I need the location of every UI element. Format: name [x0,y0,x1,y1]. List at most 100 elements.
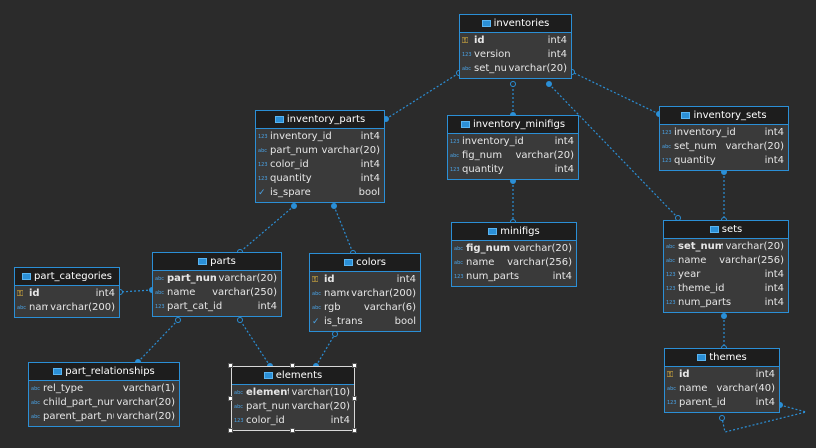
column-row[interactable]: abcelement_idvarchar(10) [234,386,350,400]
table-header[interactable]: themes [665,349,779,367]
resize-handle[interactable] [228,395,233,401]
resize-handle[interactable] [290,428,295,433]
table-header[interactable]: part_relationships [29,363,179,381]
relationship-inventory-parts-to-inventories[interactable] [385,72,460,120]
resize-handle[interactable] [352,428,357,433]
relationship-parts-to-part-categories[interactable] [119,289,153,293]
column-type: int4 [330,415,350,426]
relationship-inventories-to-sets[interactable] [548,83,679,219]
column-type: varchar(20) [321,145,380,156]
column-list: abcelement_idvarchar(10)abcpart_numvarch… [232,385,354,430]
relationship-themes-to-themes[interactable] [721,404,807,433]
column-name: name [29,302,49,313]
table-colors[interactable]: colors ⚿idint4abcnamevarchar(200)abcrgbva… [309,253,421,332]
table-header[interactable]: elements [232,367,354,385]
column-type: varchar(20) [725,241,784,252]
resize-handle[interactable] [228,363,233,368]
table-header[interactable]: inventory_sets [660,107,788,125]
table-header[interactable]: inventory_parts [256,111,384,129]
relationship-elements-to-colors[interactable] [315,333,336,367]
column-type: int4 [360,173,380,184]
table-header[interactable]: inventories [460,15,571,33]
text-type-icon: abc [666,258,675,264]
relationship-part-relationships-to-parts[interactable] [137,319,179,363]
column-name: quantity [270,173,312,184]
text-type-icon: abc [454,260,463,266]
table-header[interactable]: parts [153,253,281,271]
column-type: int4 [764,297,784,308]
relationship-elements-to-parts[interactable] [239,319,271,367]
table-header[interactable]: sets [664,221,788,239]
resize-handle[interactable] [290,363,295,368]
resize-handle[interactable] [352,363,357,368]
column-name: fig_num [462,150,503,161]
text-type-icon: abc [155,290,164,296]
table-header[interactable]: inventory_minifigs [448,116,578,134]
resize-handle[interactable] [352,395,357,401]
column-name: part_num [270,145,318,156]
column-name: num_parts [466,271,520,282]
table-header[interactable]: part_categories [15,268,119,286]
table-header[interactable]: minifigs [452,223,576,241]
relationship-inventory-parts-to-colors[interactable] [333,205,354,254]
text-type-icon: abc [662,144,671,150]
column-type: varchar(250) [212,287,277,298]
table-title: colors [356,257,386,268]
table-part-categories[interactable]: part_categories⚿idint4abcnamevarchar(200… [14,267,120,318]
table-elements[interactable]: elementsabcelement_idvarchar(10)abcpart_… [231,366,355,431]
resize-handle[interactable] [228,428,233,433]
table-header[interactable]: colors [310,254,420,272]
relationship-inventory-parts-to-parts[interactable] [239,205,295,253]
relationship-inventory-sets-to-inventories[interactable] [571,71,660,115]
